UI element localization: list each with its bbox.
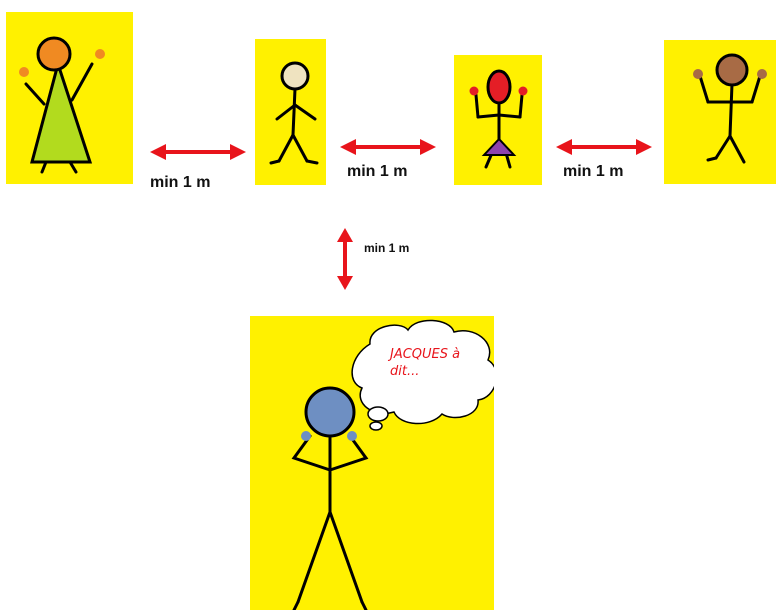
double-arrow-icon [556, 137, 652, 157]
child-figure-girl-icon [6, 12, 133, 184]
child-card-4 [664, 40, 776, 184]
thought-bubble-line-2: dit... [390, 363, 500, 380]
distance-label: min 1 m [563, 163, 623, 181]
leader-card: JACQUES à dit... [250, 316, 494, 610]
thought-bubble-text: JACQUES à dit... [390, 346, 500, 380]
child-card-1 [6, 12, 133, 184]
child-card-3 [454, 55, 542, 185]
distance-label: min 1 m [364, 241, 409, 255]
child-figure-arms-up-icon [664, 40, 776, 184]
child-figure-skirt-icon [454, 55, 542, 185]
distance-label: min 1 m [347, 163, 407, 181]
child-card-2 [255, 39, 326, 185]
child-figure-stick-icon [255, 39, 326, 185]
vertical-double-arrow-icon [333, 228, 357, 290]
double-arrow-icon [340, 137, 436, 157]
double-arrow-icon [150, 142, 246, 162]
distance-label: min 1 m [150, 174, 210, 192]
thought-bubble-line-1: JACQUES à [390, 346, 500, 363]
